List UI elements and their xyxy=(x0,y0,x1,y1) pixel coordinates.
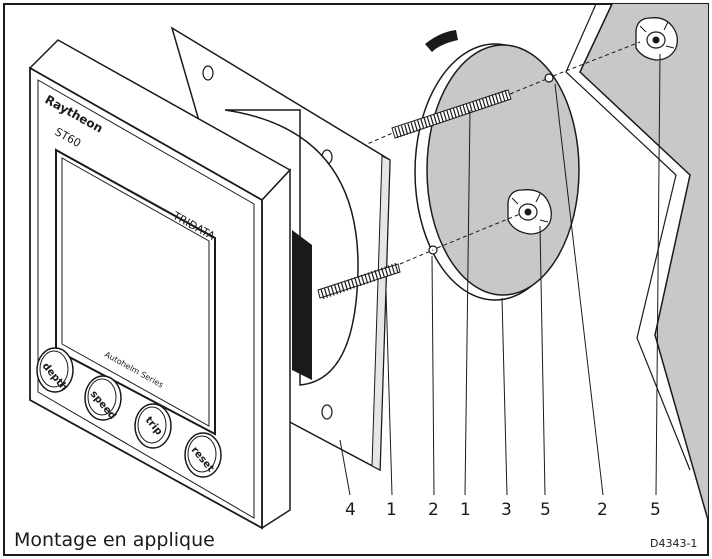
bulkhead-front-edge xyxy=(579,3,709,521)
bulkhead-panel xyxy=(580,4,708,520)
body-shadow xyxy=(292,230,312,380)
figure-reference: D4343-1 xyxy=(650,537,697,550)
callout-disc: 3 xyxy=(501,500,512,520)
thumb-nut-top xyxy=(635,17,678,61)
figure-caption: Montage en applique xyxy=(14,529,215,551)
callout-washer-bottom: 2 xyxy=(428,500,439,520)
bracket-hole-tl xyxy=(202,65,214,81)
callout-bracket: 4 xyxy=(345,500,356,520)
housing-side xyxy=(261,168,291,530)
bulkhead-back-edge xyxy=(565,3,691,471)
callouts: 4 1 2 1 3 5 2 5 xyxy=(345,500,661,520)
callout-nut-disc: 5 xyxy=(540,500,551,520)
housing-bezel xyxy=(37,79,255,519)
trip-button[interactable]: trip xyxy=(134,403,172,449)
callout-washer-top: 2 xyxy=(597,500,608,520)
bracket-hole-br xyxy=(321,404,333,420)
display-body xyxy=(224,109,359,386)
display-unit: Raytheon ST60 TRIDATA Autohelm Series de… xyxy=(28,39,292,530)
callout-stud-top: 1 xyxy=(460,500,471,520)
depth-button[interactable]: depth xyxy=(36,347,74,393)
speed-button[interactable]: speed xyxy=(84,375,122,422)
threaded-stud-top xyxy=(391,89,512,139)
lcd-inner xyxy=(61,157,210,427)
mounting-disc-face xyxy=(426,44,580,296)
leader-lines xyxy=(339,53,661,496)
mounting-disc-shadow xyxy=(425,30,458,52)
reset-button[interactable]: reset xyxy=(184,432,222,478)
bracket-edge xyxy=(371,155,391,471)
threaded-stud-bottom xyxy=(317,262,401,300)
callout-nut-top: 5 xyxy=(650,500,661,520)
thumb-nut-disc xyxy=(507,189,552,235)
callout-stud-bottom: 1 xyxy=(386,500,397,520)
